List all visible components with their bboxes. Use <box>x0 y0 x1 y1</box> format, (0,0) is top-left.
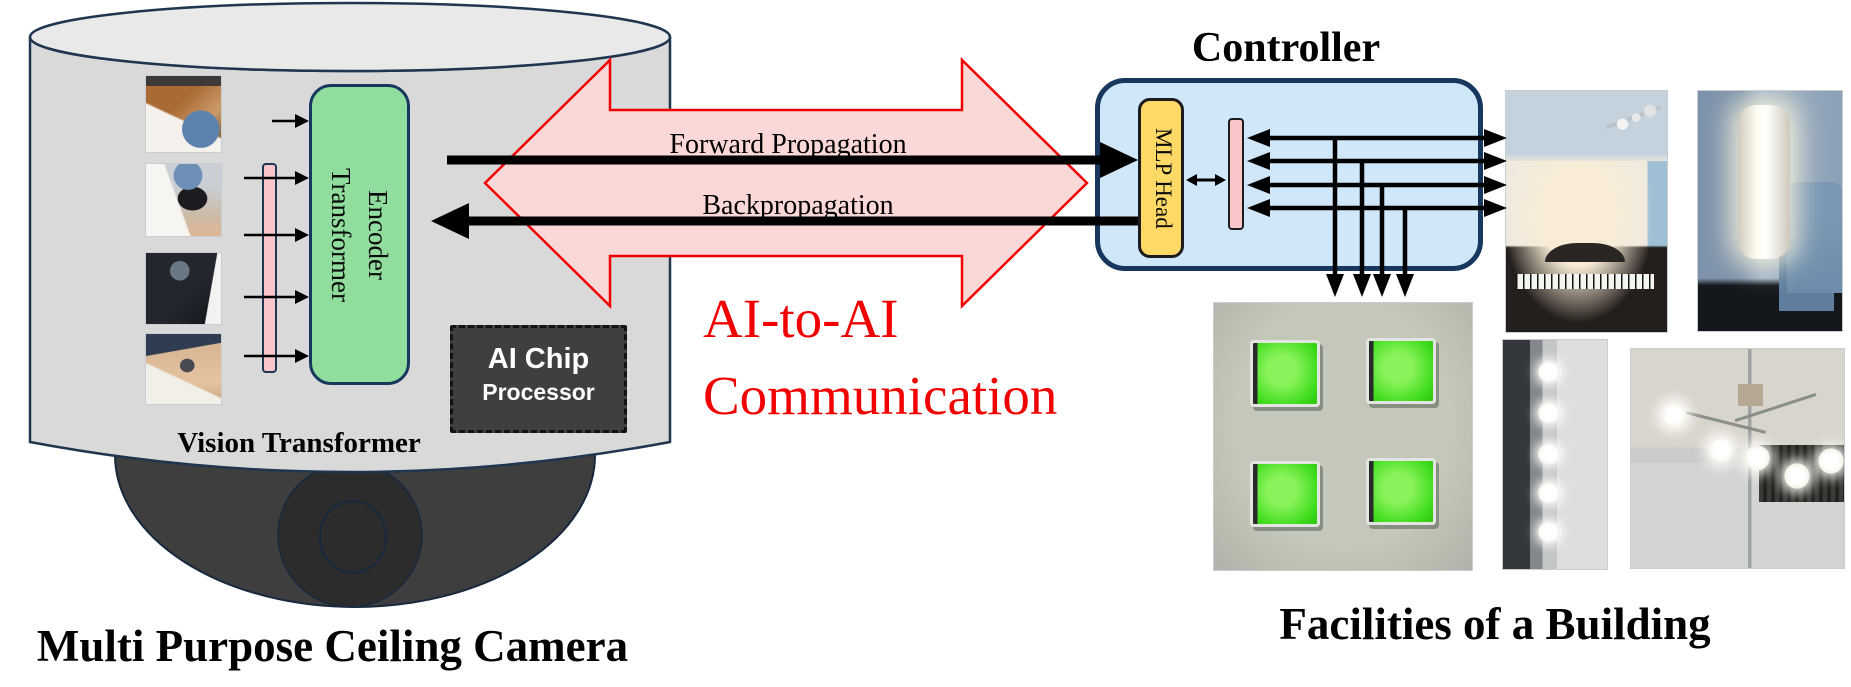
backpropagation-label: Backpropagation <box>702 190 894 221</box>
facilities-title: Facilities of a Building <box>1279 599 1711 649</box>
spotlight-fixture <box>1605 100 1661 135</box>
encoder-label-line1: Transformer <box>326 167 356 302</box>
facility-photo-bulb-strip <box>1502 339 1608 570</box>
transformer-encoder-box <box>309 84 410 385</box>
camera-view-photo-2 <box>145 163 222 237</box>
camera-lens-outer <box>277 462 423 608</box>
camera-cylinder-top <box>28 1 672 73</box>
green-button-1 <box>1250 340 1320 408</box>
green-button-2 <box>1366 337 1436 405</box>
track-bulb-2 <box>1707 436 1734 463</box>
ai-headline-line2: Communication <box>703 365 1058 426</box>
track-bulb-5 <box>1818 447 1844 474</box>
green-button-4 <box>1366 457 1436 525</box>
ai-headline-line1: AI-to-AI <box>703 288 899 349</box>
bulb-2 <box>1538 401 1561 424</box>
track-bulb-1 <box>1660 401 1687 428</box>
patch-embedding-bar <box>262 163 277 373</box>
ai-to-ai-communication-label: AI-to-AI Communication <box>703 280 1183 434</box>
camera-view-photo-1 <box>145 75 222 153</box>
piano-music-rest <box>1544 242 1626 263</box>
lamp-tube <box>1738 105 1791 259</box>
sofa-shape <box>1787 182 1842 293</box>
bulb-5 <box>1538 520 1561 543</box>
facility-photo-floor-lamp <box>1697 90 1843 332</box>
ai-to-ai-double-arrow <box>483 57 1089 309</box>
controller-output-bar <box>1228 118 1244 230</box>
controller-title: Controller <box>1191 25 1381 71</box>
track-mount <box>1737 384 1764 406</box>
facility-photo-track-lights <box>1630 348 1845 569</box>
vision-transformer-label: Vision Transformer <box>177 427 421 459</box>
ai-chip-label-line1: AI Chip <box>487 343 590 375</box>
track-bulb-4 <box>1784 462 1811 489</box>
forward-propagation-label: Forward Propagation <box>669 129 907 160</box>
encoder-label-line2: Encoder <box>363 189 393 280</box>
camera-title: Multi Purpose Ceiling Camera <box>36 621 629 671</box>
bulb-4 <box>1538 481 1561 504</box>
mlp-head-box <box>1138 98 1184 258</box>
camera-view-photo-4 <box>145 333 222 405</box>
mlp-head-label: MLP Head <box>1151 127 1176 229</box>
camera-lens-inner <box>319 500 387 574</box>
transformer-encoder-label: Transformer Encoder <box>309 84 410 385</box>
facility-photo-green-buttons <box>1213 302 1473 571</box>
facility-photo-piano <box>1505 90 1668 333</box>
ai-chip-label-line2: Processor <box>482 379 595 405</box>
camera-dome <box>113 454 597 608</box>
camera-view-photo-3 <box>145 252 222 325</box>
track-bulb-3 <box>1743 445 1770 472</box>
piano-keys <box>1515 274 1655 289</box>
green-button-3 <box>1250 460 1320 528</box>
bulb-3 <box>1538 443 1561 466</box>
ai-chip-processor-box: AI Chip Processor <box>450 325 627 433</box>
bulb-1 <box>1538 360 1561 383</box>
